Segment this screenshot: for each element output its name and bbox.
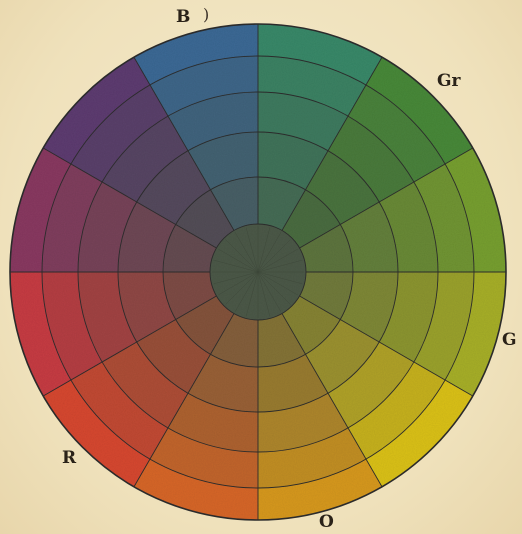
label-o: O [319, 514, 334, 531]
label-g: G [502, 332, 517, 349]
top-mark: ) [203, 5, 209, 24]
label-gr: Gr [437, 73, 460, 90]
label-r: R [62, 450, 76, 467]
label-b: B [176, 9, 190, 26]
